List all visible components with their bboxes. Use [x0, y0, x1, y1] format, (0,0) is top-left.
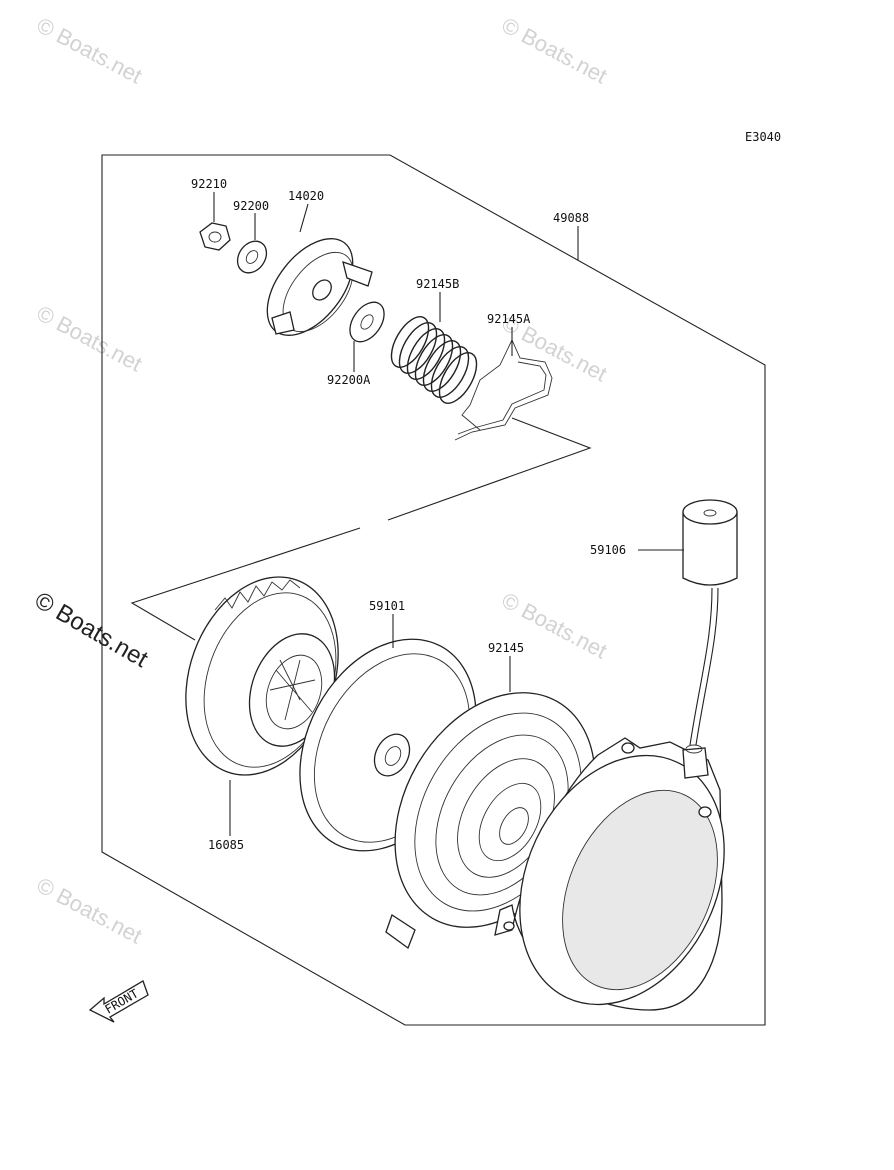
front-arrow-label: FRONT [103, 986, 141, 1016]
part-14020-plate [266, 238, 373, 336]
watermark-top-left: © Boats.net [33, 12, 147, 88]
part-case-cover [494, 737, 725, 1011]
callout-92145B: 92145B [416, 277, 459, 291]
callout-92145: 92145 [488, 641, 524, 655]
callout-labels: 92210 92200 14020 49088 92145B 92145A 92… [191, 177, 626, 852]
leader-14020 [299, 203, 309, 233]
part-92145A-clip [454, 338, 553, 441]
callout-92200A: 92200A [327, 373, 371, 387]
callout-92200: 92200 [233, 199, 269, 213]
callout-59106: 59106 [590, 543, 626, 557]
callout-59101: 59101 [369, 599, 405, 613]
callout-49088: 49088 [553, 211, 589, 225]
leader-lines [213, 192, 684, 836]
part-92200A-washer [349, 301, 385, 343]
callout-14020: 14020 [288, 189, 324, 203]
callout-92210: 92210 [191, 177, 227, 191]
watermark-top-right: © Boats.net [498, 12, 612, 88]
part-92210-nut [199, 222, 231, 251]
watermark-dark: © Boats.net [30, 587, 153, 673]
part-59106-handle [682, 499, 738, 746]
front-arrow: FRONT [88, 980, 149, 1023]
part-92200-washer [236, 240, 268, 274]
watermark-bottom-left: © Boats.net [33, 872, 147, 948]
diagram-code: E3040 [745, 130, 781, 144]
callout-92145A: 92145A [487, 312, 531, 326]
assembly-outline [101, 154, 766, 1026]
upper-group-bracket [130, 417, 592, 641]
watermark-mid-left: © Boats.net [33, 300, 147, 376]
callout-16085: 16085 [208, 838, 244, 852]
part-92145B-spring [390, 316, 478, 404]
